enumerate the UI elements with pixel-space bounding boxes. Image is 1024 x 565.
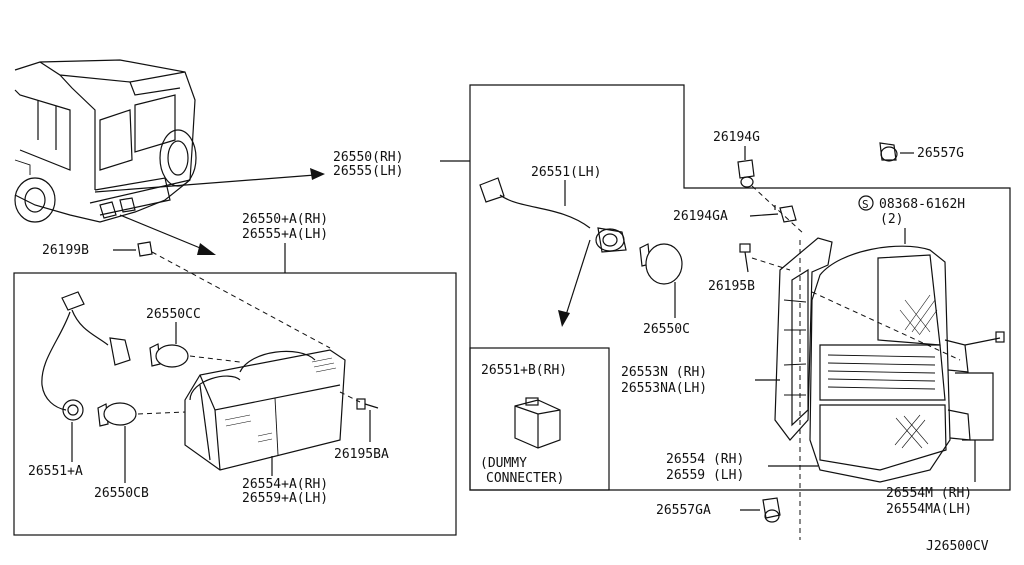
front-lamp-box: [13, 272, 457, 536]
clip-icon: [137, 241, 153, 257]
label-screw-qty: (2): [880, 212, 903, 227]
label-26551a: 26551+A: [28, 464, 83, 479]
label-26553n: 26553N (RH): [621, 365, 707, 380]
label-26554-rh: 26554 (RH): [666, 452, 744, 467]
label-26554a-rh: 26554+A(RH): [242, 477, 328, 492]
label-dummy-1: (DUMMY: [480, 456, 527, 471]
label-26199b: 26199B: [42, 243, 89, 258]
bulb-26550cc: [149, 343, 241, 368]
label-screw-symbol: S: [862, 198, 869, 211]
label-26553na: 26553NA(LH): [621, 381, 707, 396]
clip-26194ga: [774, 205, 797, 223]
label-26550c: 26550C: [643, 322, 690, 337]
label-26194g: 26194G: [713, 130, 760, 145]
label-26194ga: 26194GA: [673, 209, 728, 224]
bulb-26550cb: [97, 402, 186, 427]
label-26554ma: 26554MA(LH): [886, 502, 972, 517]
label-26554m: 26554M (RH): [886, 486, 972, 501]
harness-26551a: [41, 291, 131, 462]
label-26195ba: 26195BA: [334, 447, 389, 462]
harness-26551-lh: [479, 177, 627, 253]
label-26557ga: 26557GA: [656, 503, 711, 518]
vehicle-illustration: [14, 59, 197, 223]
label-26555-lh: 26555(LH): [333, 164, 403, 179]
label-26559-lh: 26559 (LH): [666, 468, 744, 483]
label-26550-rh: 26550(RH): [333, 150, 403, 165]
label-26551b-rh: 26551+B(RH): [481, 363, 567, 378]
dummy-connector-icon: [514, 397, 561, 449]
label-26550a-rh: 26550+A(RH): [242, 212, 328, 227]
label-26555a-lh: 26555+A(LH): [242, 227, 328, 242]
screw-26195ba: [339, 391, 379, 442]
label-26551-lh: 26551(LH): [531, 165, 601, 180]
rear-lamp-26554: [809, 245, 971, 483]
screw-symbol-circle: [858, 195, 874, 211]
bulb-26550c: [639, 243, 683, 285]
gasket-26553n: [774, 237, 833, 441]
dummy-connector-box: [469, 347, 610, 491]
label-26559a-lh: 26559+A(LH): [242, 491, 328, 506]
label-screw-part: 08368-6162H: [879, 197, 965, 212]
label-26550cb: 26550CB: [94, 486, 149, 501]
front-lamp-26554a: [184, 349, 346, 471]
screw-right: [964, 331, 1005, 346]
diagram-id: J26500CV: [926, 539, 989, 554]
label-26195b: 26195B: [708, 279, 755, 294]
socket-26557g: [879, 142, 898, 162]
label-dummy-2: CONNECTER): [486, 471, 564, 486]
label-26550cc: 26550CC: [146, 307, 201, 322]
clip-26194g: [737, 159, 755, 188]
socket-26557ga: [762, 497, 781, 523]
label-26557g: 26557G: [917, 146, 964, 161]
callout-arrows: [94, 168, 325, 255]
screw-26195b: [739, 243, 751, 273]
